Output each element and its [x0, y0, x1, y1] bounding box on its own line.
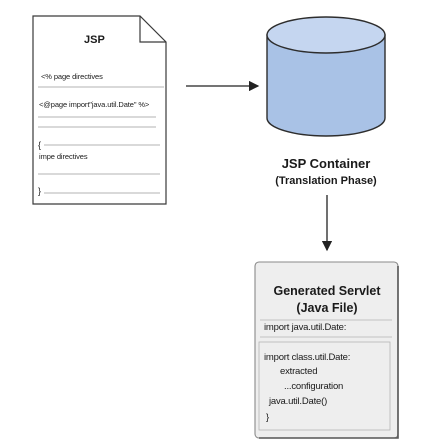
jsp-line-impe-directives: impe directives [39, 152, 88, 161]
jsp-line-page-import: <@page import"java.util.Date" %> [39, 100, 150, 109]
container-cylinder [266, 16, 386, 137]
container-subtitle: (Translation Phase) [275, 175, 377, 187]
servlet-line-java-util-date-call: java.util.Date() [269, 396, 328, 407]
jsp-file-shape [32, 15, 167, 205]
servlet-title-line-1: Generated Servlet [273, 284, 381, 298]
servlet-line-extracted: extracted [280, 366, 318, 377]
jsp-brace-close: } [38, 186, 42, 196]
servlet-title: Generated Servlet (Java File) [262, 283, 392, 317]
servlet-line-import-java-util: import java.util.Date: [264, 322, 347, 333]
servlet-title-line-2: (Java File) [296, 301, 358, 315]
jsp-brace-open: { [38, 140, 42, 150]
container-title: JSP Container [281, 156, 371, 171]
servlet-line-import-class-util: import class.util.Date: [264, 352, 351, 363]
jsp-file-title: JSP [84, 34, 105, 46]
servlet-box-shadow [259, 266, 399, 439]
servlet-inner-box [258, 341, 391, 431]
servlet-line-configuration: ...configuration [284, 381, 344, 392]
jsp-line-page-directives: <% page directives [41, 72, 103, 81]
servlet-line-closing-brace: } [266, 412, 269, 423]
